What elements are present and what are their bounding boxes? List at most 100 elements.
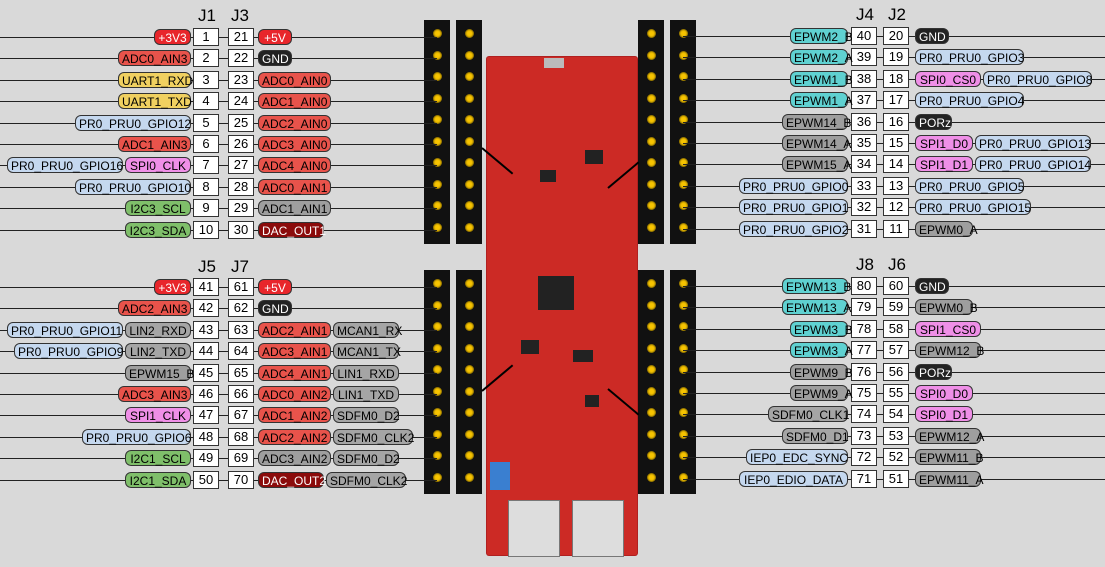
signal-label: IEP0_EDC_SYNC: [746, 449, 848, 466]
pin-number: 78: [851, 319, 877, 338]
pin-number: 48: [193, 427, 219, 446]
signal-label: EPWM3_A: [790, 342, 853, 359]
pin-number: 68: [228, 427, 254, 446]
signal-label: EPWM3_B: [790, 320, 853, 337]
header-pin: [647, 279, 656, 288]
signal-label: ADC2_AIN2: [258, 428, 331, 445]
signal-label: I2C1_SDA: [125, 471, 191, 488]
signal-label: PR0_PRU0_GPIO5: [915, 177, 1024, 194]
signal-label: ADC0_AIN2: [258, 386, 331, 402]
signal-label: EPWM9_A: [790, 385, 853, 401]
pin-number: 10: [193, 220, 219, 239]
signal-label: EPWM9_B: [790, 363, 853, 380]
pin-number: 8: [193, 177, 219, 196]
pin-number: 6: [193, 135, 219, 153]
signal-label: SPI0_D1: [915, 406, 973, 423]
header-pin: [465, 429, 474, 439]
header-pin: [465, 72, 474, 81]
pin-number: 67: [228, 406, 254, 425]
signal-label: ADC2_AIN3: [118, 300, 191, 317]
signal-label: SPI0_CS0: [915, 70, 981, 87]
header-j2: J2: [888, 5, 906, 24]
pin-number: 33: [851, 176, 877, 195]
signal-label: ADC3_AIN0: [258, 136, 331, 152]
signal-label: EPWM2_B: [790, 28, 853, 44]
signal-label: +3V3: [154, 279, 191, 295]
header-pin: [433, 365, 442, 374]
signal-label: PR0_PRU0_GPIO10: [75, 178, 191, 195]
signal-label: SDFM0_CLK2: [326, 471, 407, 488]
pin-number: 58: [883, 319, 909, 338]
pin-number: 59: [883, 298, 909, 317]
header-pin: [647, 222, 656, 232]
header-pin: [433, 93, 442, 103]
signal-label: PR0_PRU0_GPIO1: [739, 199, 848, 216]
pin-number: 61: [228, 278, 254, 296]
pin-number: 11: [883, 219, 909, 238]
header-pin: [647, 451, 656, 460]
signal-label: EPWM14_A: [782, 135, 851, 151]
pin-number: 53: [883, 426, 909, 445]
pin-number: 56: [883, 362, 909, 381]
ic-chip: [573, 350, 593, 362]
pin-number: 62: [228, 299, 254, 318]
pin-number: 13: [883, 176, 909, 195]
signal-label: PR0_PRU0_GPIO9: [14, 343, 123, 360]
signal-label: PORz: [915, 363, 952, 380]
pin-number: 51: [883, 469, 909, 488]
header-j4: J4: [856, 5, 874, 24]
pin-number: 4: [193, 92, 219, 111]
pin-number: 30: [228, 220, 254, 239]
header-pin: [465, 50, 474, 60]
header-pin: [465, 343, 474, 353]
pin-number: 25: [228, 113, 254, 132]
pin-number: 29: [228, 199, 254, 218]
terminal-block: [490, 462, 510, 490]
main-processor-chip: [538, 276, 574, 310]
pin-number: 28: [228, 177, 254, 196]
header-pin: [465, 222, 474, 232]
signal-label: ADC1_AIN1: [258, 200, 331, 217]
signal-label: EPWM1_B: [790, 70, 853, 87]
pin-number: 1: [193, 28, 219, 46]
pin-number: 35: [851, 134, 877, 152]
header-pin: [679, 115, 688, 124]
header-j1: J1: [198, 6, 216, 25]
header-pin: [679, 222, 688, 232]
header-pin: [465, 179, 474, 189]
header-pin: [465, 408, 474, 417]
header-pin: [679, 343, 688, 353]
signal-label: SDFM0_CLK2: [333, 428, 414, 445]
pin-number: 63: [228, 320, 254, 339]
header-pin: [647, 408, 656, 417]
pin-number: 54: [883, 405, 909, 424]
pin-number: 31: [851, 219, 877, 238]
pin-number: 52: [883, 448, 909, 467]
header-pin: [465, 300, 474, 310]
header-pin: [433, 201, 442, 210]
signal-label: I2C3_SCL: [125, 200, 191, 217]
signal-label: PR0_PRU0_GPIO6: [82, 428, 191, 445]
signal-label: PR0_PRU0_GPIO16: [7, 157, 123, 174]
pin-number: 9: [193, 199, 219, 218]
signal-label: GND: [915, 28, 949, 44]
signal-label: PR0_PRU0_GPIO11: [7, 321, 123, 338]
pin-number: 76: [851, 362, 877, 381]
ic-chip: [585, 395, 599, 407]
pin-number: 26: [228, 135, 254, 153]
signal-label: EPWM15_A: [782, 156, 851, 173]
pin-number: 34: [851, 155, 877, 174]
header-pin: [465, 451, 474, 460]
pin-number: 39: [851, 48, 877, 67]
ic-chip: [540, 170, 556, 182]
signal-label: SPI0_CLK: [125, 157, 191, 174]
signal-label: EPWM15_B: [125, 364, 194, 381]
header-pin: [433, 322, 442, 331]
header-pin: [465, 365, 474, 374]
header-pin: [433, 136, 442, 146]
signal-label: EPWM11_B: [915, 449, 983, 466]
signal-label: ADC3_AIN1: [258, 343, 331, 360]
pin-number: 74: [851, 405, 877, 424]
header-pin: [679, 408, 688, 417]
